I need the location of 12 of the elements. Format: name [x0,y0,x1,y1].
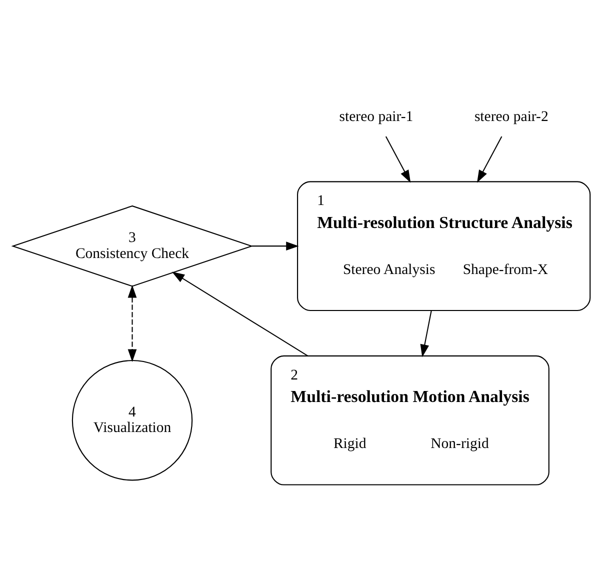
arrow [252,242,299,251]
node-text: stereo pair-2 [474,109,548,126]
arrow [477,136,502,183]
node-box: 2 Multi-resolution Motion Analysis Rigid Non-rigid [270,355,550,486]
arrow [420,310,432,358]
node-box: 1 Multi-resolution Structure Analysis Stereo Analysis Shape-from-X [297,181,591,312]
node-circle: 4 Visualization [72,360,193,481]
node-diamond: 3 Consistency Check [11,205,254,287]
node-text: stereo pair-1 [339,109,414,126]
arrow [172,272,308,356]
arrow [385,136,411,183]
arrow [128,285,137,362]
